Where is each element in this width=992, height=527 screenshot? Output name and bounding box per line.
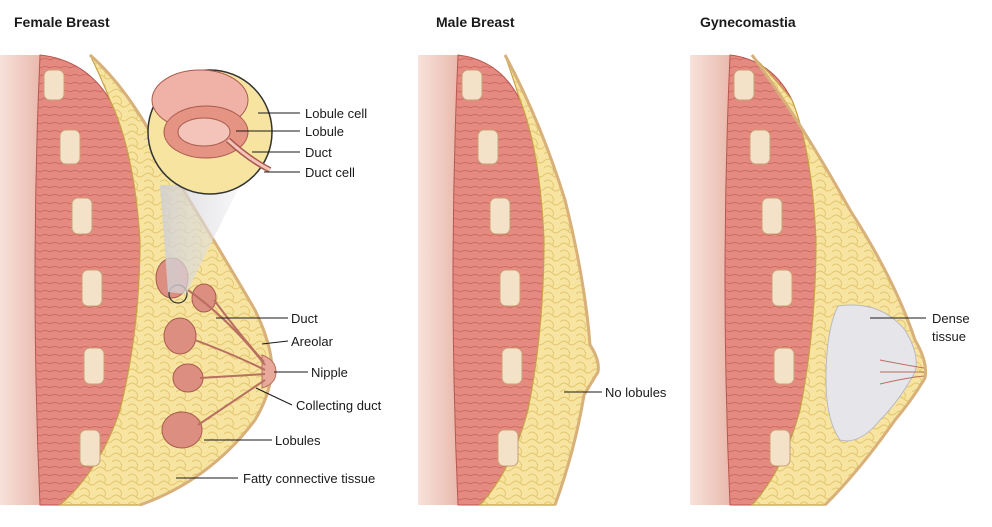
- female-lobules: [155, 257, 217, 449]
- zoom-cone: [160, 185, 240, 294]
- male-breast-panel: [418, 54, 600, 506]
- rib: [461, 69, 483, 101]
- male-ribs: [461, 69, 523, 467]
- label-duct-cell: Duct cell: [305, 165, 355, 180]
- duct-line: [199, 373, 266, 379]
- zoom-contents: [151, 69, 272, 173]
- duct-line: [194, 339, 266, 371]
- label-lobule-cell: Lobule cell: [305, 106, 367, 121]
- rib: [79, 429, 101, 467]
- female-ducts: [187, 289, 266, 426]
- male-body-wall: [418, 55, 458, 505]
- rib: [71, 197, 93, 235]
- female-breast-title: Female Breast: [14, 14, 110, 30]
- rib: [769, 429, 791, 467]
- dense-tissue-mass: [825, 304, 917, 442]
- gyne-ribs: [733, 69, 795, 467]
- rib: [43, 69, 65, 101]
- rib: [761, 197, 783, 235]
- label-nipple: Nipple: [311, 365, 348, 380]
- gynecomastia-panel: [690, 54, 927, 507]
- gynecomastia-title: Gynecomastia: [700, 14, 796, 30]
- rib: [477, 129, 499, 165]
- rib: [497, 429, 519, 467]
- male-skin-edge: [503, 54, 600, 506]
- label-fatty-connective-tissue: Fatty connective tissue: [243, 471, 375, 486]
- female-nipple: [261, 354, 277, 389]
- lobule: [163, 317, 197, 355]
- rib: [499, 269, 521, 307]
- lobule: [172, 363, 204, 393]
- lobule: [161, 411, 203, 449]
- rib: [749, 129, 771, 165]
- label-areolar: Areolar: [291, 334, 334, 349]
- lobule: [191, 283, 217, 313]
- label-tissue: tissue: [932, 329, 966, 344]
- label-duct-zoom: Duct: [305, 145, 332, 160]
- rib: [81, 269, 103, 307]
- rib: [771, 269, 793, 307]
- rib: [501, 347, 523, 385]
- rib: [83, 347, 105, 385]
- label-no-lobules: No lobules: [605, 385, 667, 400]
- female-body-wall: [0, 55, 40, 505]
- female-labels: [176, 112, 308, 479]
- label-collecting-duct: Collecting duct: [296, 398, 382, 413]
- gyne-ducts: [879, 359, 925, 385]
- gyne-body-wall: [690, 55, 730, 505]
- duct-line: [213, 299, 265, 363]
- label-dense: Dense: [932, 311, 970, 326]
- male-breast-title: Male Breast: [436, 14, 515, 30]
- duct-line: [197, 379, 266, 426]
- female-breast-panel: [0, 53, 277, 507]
- rib: [489, 197, 511, 235]
- rib: [733, 69, 755, 101]
- gyne-skin-edge: [750, 54, 927, 507]
- rib: [773, 347, 795, 385]
- female-ribs: [43, 69, 105, 467]
- label-lobule: Lobule: [305, 124, 344, 139]
- label-duct: Duct: [291, 311, 318, 326]
- rib: [59, 129, 81, 165]
- label-lobules: Lobules: [275, 433, 321, 448]
